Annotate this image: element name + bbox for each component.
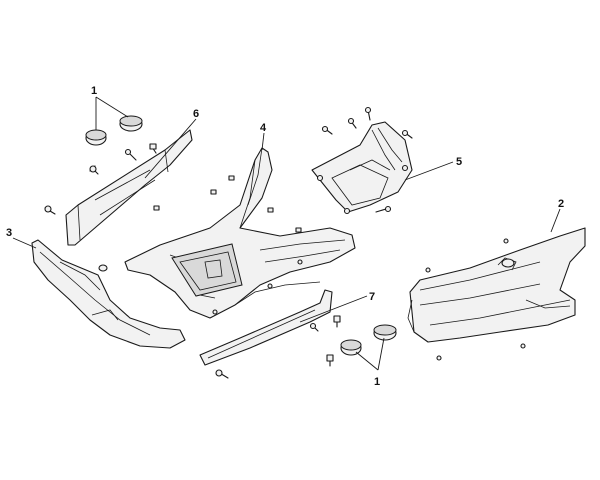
callout-4: 4: [260, 122, 267, 134]
part-1-plug-caps-bottom: [326, 315, 397, 367]
callout-2: 2: [558, 198, 564, 210]
part-1-plug-caps-top: [85, 115, 143, 146]
callout-6: 6: [193, 108, 199, 120]
callout-7: 7: [369, 291, 375, 303]
part-5-center-cover: [311, 106, 413, 215]
fasteners-left-group: [44, 143, 157, 215]
part-6-side-rail: [65, 129, 193, 246]
part-2-right-side-cover: [407, 227, 586, 361]
callout-3: 3: [6, 227, 12, 239]
fasteners-center-group: [153, 175, 302, 233]
callout-1-bottom: 1: [374, 376, 380, 388]
callout-leaders: [12, 96, 561, 371]
part-3-front-fairing: [31, 239, 186, 349]
callout-5: 5: [456, 156, 462, 168]
callout-1-top: 1: [91, 85, 97, 97]
part-7-lower-skirt: [199, 289, 333, 379]
part-4-floor-panel: [124, 147, 356, 319]
